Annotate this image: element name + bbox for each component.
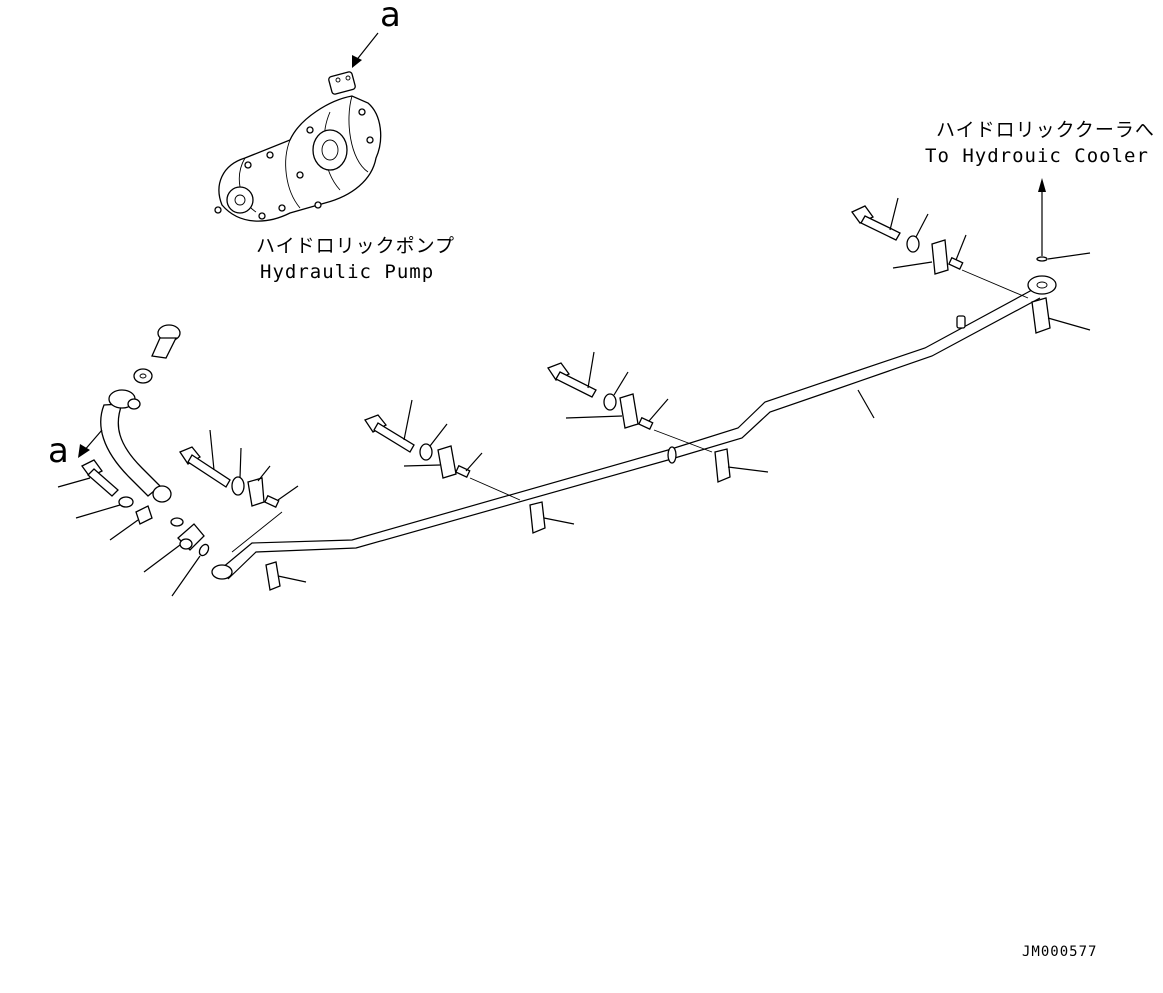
view-a-arrow-left [78,429,103,458]
cooler-label-jp: ハイドロリッククーラへ [936,119,1155,141]
cooler-direction-arrow [1038,178,1046,256]
clamp-icon [714,448,769,483]
leader-line [857,389,875,419]
bolt-icon [638,398,669,431]
leader-line [469,477,521,501]
clamp-icon [1031,297,1091,334]
leader-line [961,269,1029,299]
bolt-icon [264,485,299,509]
bolt-icon [151,324,181,359]
clamp-icon [565,393,639,429]
clamp-icon [247,465,271,507]
bolt-icon [179,429,231,488]
bolt-icon [455,452,483,479]
leader-line [231,511,283,553]
bolt-icon [547,351,597,398]
pump-label-jp: ハイドロリックポンプ [256,235,455,257]
view-a-label-left: a [48,431,69,471]
clamp-icon [529,501,575,534]
o-ring-icon [171,543,210,597]
bolt-icon [57,459,119,497]
washer-icon [75,496,134,519]
hose-icon [100,389,172,503]
bolt-icon [851,197,901,241]
washer-icon [419,423,448,461]
elbow-fitting-icon [143,523,205,573]
washer-icon [133,368,153,384]
bolt-icon [948,234,967,271]
pump-label-en: Hydraulic Pump [260,261,434,283]
o-ring-icon [170,517,184,527]
steel-pipe-icon [211,275,1057,580]
hydraulic-pump-icon [214,71,382,222]
clamp-icon [265,561,307,591]
document-id: JM000577 [1022,944,1097,960]
leader-line [653,429,713,453]
bolt-icon [364,399,415,453]
cooler-label-en: To Hydrouic Cooler [925,145,1149,167]
washer-icon [906,213,929,253]
clamp-icon [403,445,457,479]
o-ring-icon [1036,256,1048,262]
washer-icon [231,447,245,496]
view-a-label-top: a [380,0,401,35]
clamp-icon [109,505,153,541]
view-a-arrow-top [352,32,379,68]
clamp-icon [892,239,949,275]
leader-line [1047,252,1091,260]
washer-icon [603,371,629,411]
